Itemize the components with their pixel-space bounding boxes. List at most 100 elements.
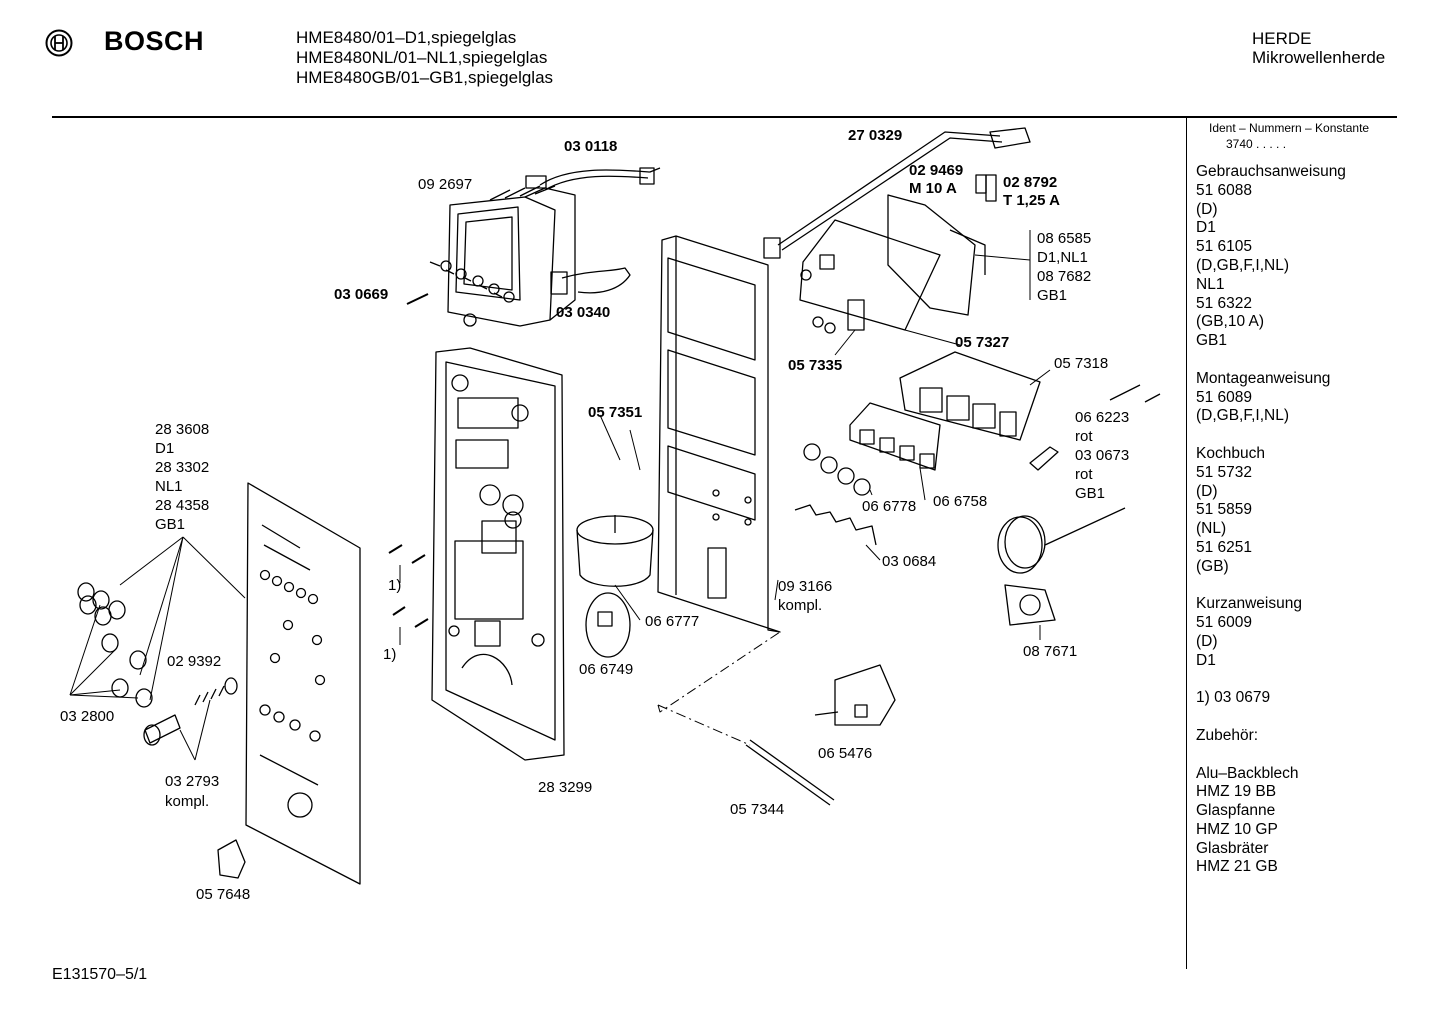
part-label: 03 2800 bbox=[60, 708, 114, 725]
ident-value: 3740 . . . . . bbox=[1226, 137, 1287, 151]
part-label: 28 4358 bbox=[155, 497, 209, 514]
sidebar-line: 51 5859 bbox=[1196, 501, 1253, 519]
sidebar-line: Zubehör: bbox=[1196, 726, 1259, 744]
rod-part bbox=[745, 739, 835, 806]
spring-part bbox=[194, 677, 238, 706]
part-label: rot bbox=[1075, 466, 1093, 483]
part-label: 05 7351 bbox=[588, 404, 642, 421]
part-label: 1) bbox=[383, 646, 396, 663]
part-label: 02 9392 bbox=[167, 653, 221, 670]
category-line: HERDE bbox=[1252, 29, 1312, 48]
brand-name: BOSCH bbox=[104, 26, 205, 56]
category: HERDE Mikrowellenherde bbox=[1252, 29, 1385, 67]
part-label: 08 7682 bbox=[1037, 268, 1091, 285]
part-label: 1) bbox=[388, 577, 401, 594]
part-label: 03 0684 bbox=[882, 553, 936, 570]
part-label: NL1 bbox=[155, 478, 183, 495]
part-label: 27 0329 bbox=[848, 127, 902, 144]
sidebar-line: Montageanweisung bbox=[1196, 369, 1331, 387]
sidebar-gap bbox=[1196, 426, 1346, 445]
sidebar-line: 51 5732 bbox=[1196, 463, 1253, 481]
part-label: 08 6585 bbox=[1037, 230, 1091, 247]
sidebar-line: HMZ 21 GB bbox=[1196, 858, 1278, 876]
part-label: 03 0673 bbox=[1075, 447, 1129, 464]
part-label: 03 0340 bbox=[556, 304, 610, 321]
sidebar-line: 51 6251 bbox=[1196, 538, 1253, 556]
part-label: kompl. bbox=[778, 597, 822, 614]
part-label: 03 2793 bbox=[165, 773, 219, 790]
part-label: rot bbox=[1075, 428, 1093, 445]
screw-part bbox=[388, 544, 429, 628]
part-label: 05 7648 bbox=[196, 886, 250, 903]
sidebar-line: (D) bbox=[1196, 200, 1218, 218]
ident-title: Ident – Nummern – Konstante bbox=[1209, 121, 1370, 135]
sidebar-line: 51 6009 bbox=[1196, 614, 1253, 632]
category-line: Mikrowellenherde bbox=[1252, 48, 1386, 67]
part-label: 28 3608 bbox=[155, 421, 209, 438]
sidebar-line: (GB,10 A) bbox=[1196, 313, 1265, 331]
sidebar-line: (D,GB,F,I,NL) bbox=[1196, 407, 1290, 425]
spring-clip-part bbox=[794, 504, 877, 546]
sidebar-line: (NL) bbox=[1196, 520, 1227, 538]
sidebar-line: 51 6322 bbox=[1196, 294, 1253, 312]
coil-part bbox=[997, 507, 1126, 626]
timer-drum-part bbox=[576, 515, 654, 658]
part-label: T 1,25 A bbox=[1003, 192, 1060, 209]
part-label: M 10 A bbox=[909, 180, 957, 197]
front-panel-part bbox=[431, 347, 565, 761]
part-label: kompl. bbox=[165, 793, 209, 810]
sidebar-line: Glaspfanne bbox=[1196, 802, 1276, 820]
sidebar-line: 51 6088 bbox=[1196, 181, 1253, 199]
lamp-part bbox=[1029, 384, 1161, 471]
sidebar-line: D1 bbox=[1196, 651, 1216, 669]
model-line: HME8480/01–D1,spiegelglas bbox=[296, 28, 517, 47]
sidebar-gap bbox=[1196, 577, 1346, 596]
sidebar-gap bbox=[1196, 351, 1346, 370]
button-part bbox=[803, 443, 871, 496]
part-label: 02 8792 bbox=[1003, 174, 1057, 191]
sidebar-line: Alu–Backblech bbox=[1196, 764, 1299, 782]
part-label: 06 6777 bbox=[645, 613, 699, 630]
knob-part bbox=[77, 582, 153, 708]
sidebar-line: Kurzanweisung bbox=[1196, 595, 1302, 613]
rotary-knob-part bbox=[217, 839, 246, 879]
model-list: HME8480/01–D1,spiegelglas HME8480NL/01–N… bbox=[296, 28, 553, 88]
selector-switch-part bbox=[814, 664, 896, 726]
sidebar-rule bbox=[1186, 117, 1187, 969]
part-label: GB1 bbox=[155, 516, 185, 533]
model-line: HME8480GB/01–GB1,spiegelglas bbox=[296, 68, 554, 87]
part-labels: 03 0118 09 2697 03 0669 03 0340 27 0329 … bbox=[60, 127, 1129, 903]
part-label: GB1 bbox=[1037, 287, 1067, 304]
part-label: 06 6749 bbox=[579, 661, 633, 678]
sidebar-line: 51 6089 bbox=[1196, 388, 1253, 406]
part-label: 02 9469 bbox=[909, 162, 963, 179]
part-label: 03 0669 bbox=[334, 286, 388, 303]
part-label: D1,NL1 bbox=[1037, 249, 1088, 266]
sidebar-line: D1 bbox=[1196, 219, 1216, 237]
part-label: 06 5476 bbox=[818, 745, 872, 762]
switch-block-part bbox=[849, 351, 1041, 471]
exploded-view-diagram: 03 0118 09 2697 03 0669 03 0340 27 0329 … bbox=[60, 127, 1161, 903]
part-label: 09 2697 bbox=[418, 176, 472, 193]
part-label: GB1 bbox=[1075, 485, 1105, 502]
sidebar-line: (D) bbox=[1196, 482, 1218, 500]
cable-part bbox=[763, 127, 1031, 259]
part-label: 05 7335 bbox=[788, 357, 842, 374]
pin-part bbox=[406, 293, 429, 305]
sidebar-line: 1) 03 0679 bbox=[1196, 689, 1271, 707]
part-label: 06 6778 bbox=[862, 498, 916, 515]
part-label: D1 bbox=[155, 440, 174, 457]
part-label: 06 6758 bbox=[933, 493, 987, 510]
sidebar-line: (GB) bbox=[1196, 557, 1229, 575]
fuse-part bbox=[975, 174, 997, 202]
header-rule bbox=[52, 116, 1397, 118]
sidebar-line: GB1 bbox=[1196, 332, 1228, 350]
sidebar-line: (D,GB,F,I,NL) bbox=[1196, 256, 1290, 274]
sidebar-line: HMZ 10 GP bbox=[1196, 820, 1278, 838]
sidebar-line: NL1 bbox=[1196, 275, 1225, 293]
sidebar-line: Gebrauchsanweisung bbox=[1196, 163, 1346, 180]
sidebar-line: Glasbräter bbox=[1196, 839, 1269, 857]
knob-part bbox=[143, 714, 181, 746]
sidebar-line: (D) bbox=[1196, 632, 1218, 650]
sidebar-gap bbox=[1196, 746, 1346, 765]
